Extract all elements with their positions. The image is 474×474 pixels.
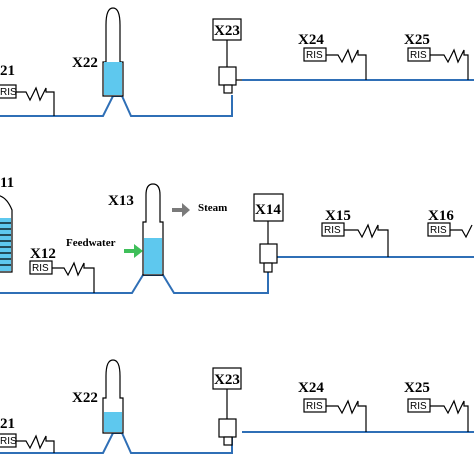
- row1-tank-label: X22: [72, 55, 98, 71]
- row2-left-vessel: [0, 195, 13, 273]
- row3-sensor-a-label: X24: [298, 380, 324, 396]
- row-3: X22 X23 21 RIS X24 RIS X25 RIS: [0, 359, 474, 454]
- row3-ris-b-text: RIS: [410, 401, 427, 412]
- row2-left-label: 11: [0, 175, 14, 191]
- feedwater-label: Feedwater: [66, 237, 116, 249]
- row1-tank: [102, 7, 124, 97]
- row3-pipe-left: [0, 432, 233, 454]
- row3-tank-label: X22: [72, 390, 98, 406]
- row3-ris-left-text: RIS: [0, 436, 17, 447]
- feedwater-arrow: [124, 244, 143, 258]
- row3-left-label: 21: [0, 416, 15, 432]
- row1-ris-b-text: RIS: [410, 50, 427, 61]
- row3-box-label: X23: [214, 372, 240, 388]
- row-2: 11 X13 Steam Feedwater X14 X12 RIS X15 R…: [0, 175, 474, 294]
- row2-ris-left-text: RIS: [32, 263, 49, 274]
- row1-ris-a-text: RIS: [306, 50, 323, 61]
- row2-tank-label: X13: [108, 193, 134, 209]
- row2-ris-b-text: RIS: [430, 225, 447, 236]
- row2-valve: [259, 243, 278, 264]
- row3-sensor-b-label: X25: [404, 380, 430, 396]
- steam-arrow: [172, 203, 190, 217]
- row2-tank: [142, 183, 164, 276]
- row2-box: [253, 193, 284, 222]
- row-1: X22 X23 21 RIS X24 RIS X25 RIS: [0, 7, 474, 117]
- row2-box-label: X14: [255, 202, 281, 218]
- row2-sensor-left-label: X12: [30, 246, 56, 262]
- row1-sensor-a-label: X24: [298, 32, 324, 48]
- row1-sensor-b-label: X25: [404, 32, 430, 48]
- row1-box-label: X23: [214, 23, 240, 39]
- row2-sensor-b-label: X16: [428, 208, 454, 224]
- row2-ris-a-text: RIS: [324, 225, 341, 236]
- row3-valve: [218, 418, 237, 438]
- row1-ris-left-text: RIS: [0, 87, 17, 98]
- row3-ris-a-text: RIS: [306, 401, 323, 412]
- row1-pipe-left: [0, 95, 233, 117]
- row3-tank: [102, 359, 124, 434]
- row1-valve: [218, 66, 237, 86]
- row2-pipe-left: [0, 272, 269, 294]
- steam-label: Steam: [198, 202, 227, 214]
- row2-sensor-a-label: X15: [325, 208, 351, 224]
- row1-left-label: 21: [0, 63, 15, 79]
